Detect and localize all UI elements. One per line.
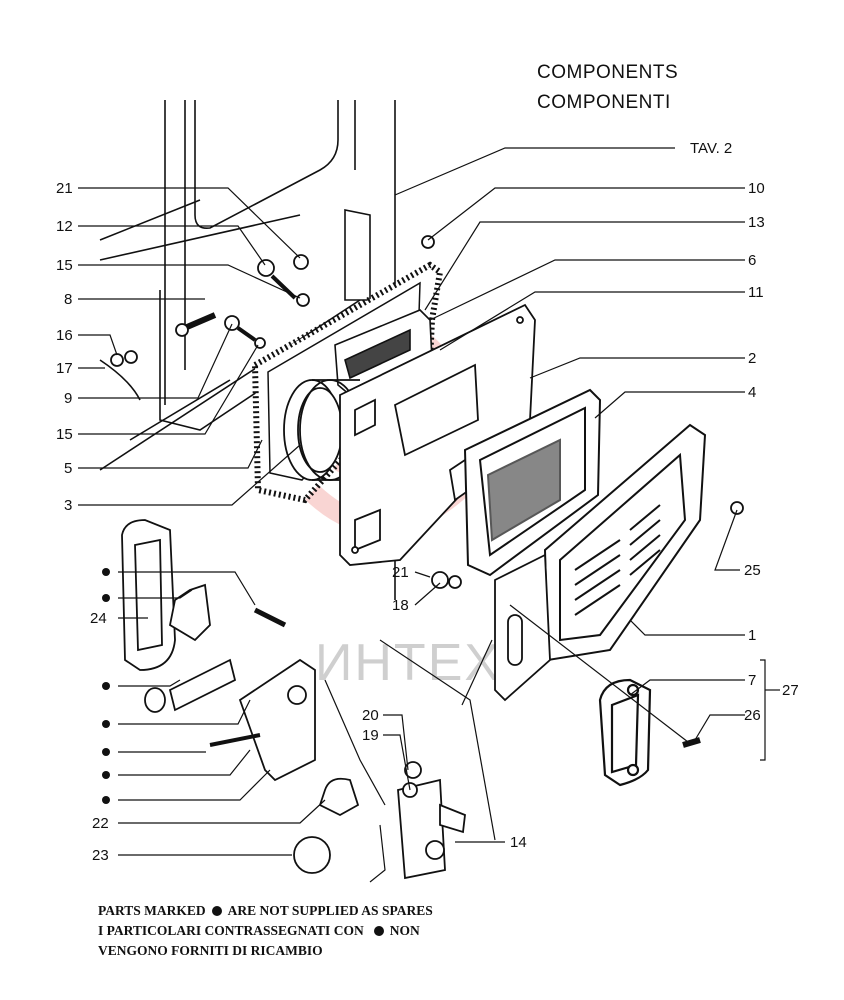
callout-right-7: 7 [748,672,756,689]
callout-left-3: 3 [64,497,72,514]
title-components: COMPONENTS [537,62,679,83]
latch-14 [397,571,466,880]
callout-right-25: 25 [744,562,761,579]
callout-left-9: 9 [64,390,72,407]
callout-labels: 21 12 15 8 16 17 9 15 5 3 TAV. 2 10 13 6… [56,140,799,864]
callout-center-21: 21 [392,564,409,581]
spares-note-line3: VENGONO FORNITI DI RICAMBIO [98,943,323,958]
callout-left-8: 8 [64,291,72,308]
front-plate [494,553,551,702]
leader-lines [78,147,780,883]
callout-right-26: 26 [744,707,761,724]
callout-right-27: 27 [782,682,799,699]
handle-part [598,678,652,787]
callout-center-18: 18 [392,597,409,614]
latch-assembly [121,519,360,874]
callout-lower-24: 24 [90,610,107,627]
callout-right-10: 10 [748,180,765,197]
callout-right-13: 13 [748,214,765,231]
callout-left-16: 16 [56,327,73,344]
callout-center-14: 14 [510,834,527,851]
callout-right-4: 4 [748,384,756,401]
spares-note-line2-a: I PARTICOLARI CONTRASSEGNATI CON [98,923,364,938]
watermark-text: ИНТЕХ [315,634,501,692]
bullet-dot-icon [373,926,384,936]
callout-right-2: 2 [748,350,756,367]
spares-note-line1-b: ARE NOT SUPPLIED AS SPARES [227,903,433,918]
callout-left-12: 12 [56,218,73,235]
title-componenti: COMPONENTI [537,92,671,113]
callout-left-15b: 15 [56,426,73,443]
not-supplied-markers [102,568,110,804]
callout-left-15a: 15 [56,257,73,274]
fasteners [110,235,744,748]
spares-note-line1: PARTS MARKED ARE NOT SUPPLIED AS SPARES [98,903,433,919]
spares-note-line1-a: PARTS MARKED [98,903,206,918]
callout-lower-22: 22 [92,815,109,832]
callout-right-11: 11 [748,284,764,301]
filter-element [463,388,602,577]
callout-right-1: 1 [748,627,756,644]
spares-note-line2-b: NON [389,923,420,938]
spares-note-line2: I PARTICOLARI CONTRASSEGNATI CON NON [98,923,420,939]
callout-center-19: 19 [362,727,379,744]
bullet-dot-icon [211,906,222,916]
callout-left-17: 17 [56,360,73,377]
callout-left-21: 21 [56,180,73,197]
callout-table-ref: TAV. 2 [690,140,732,157]
callout-left-5: 5 [64,460,72,477]
callout-right-6: 6 [748,252,756,269]
callout-lower-23: 23 [92,847,109,864]
callout-center-20: 20 [362,707,379,724]
